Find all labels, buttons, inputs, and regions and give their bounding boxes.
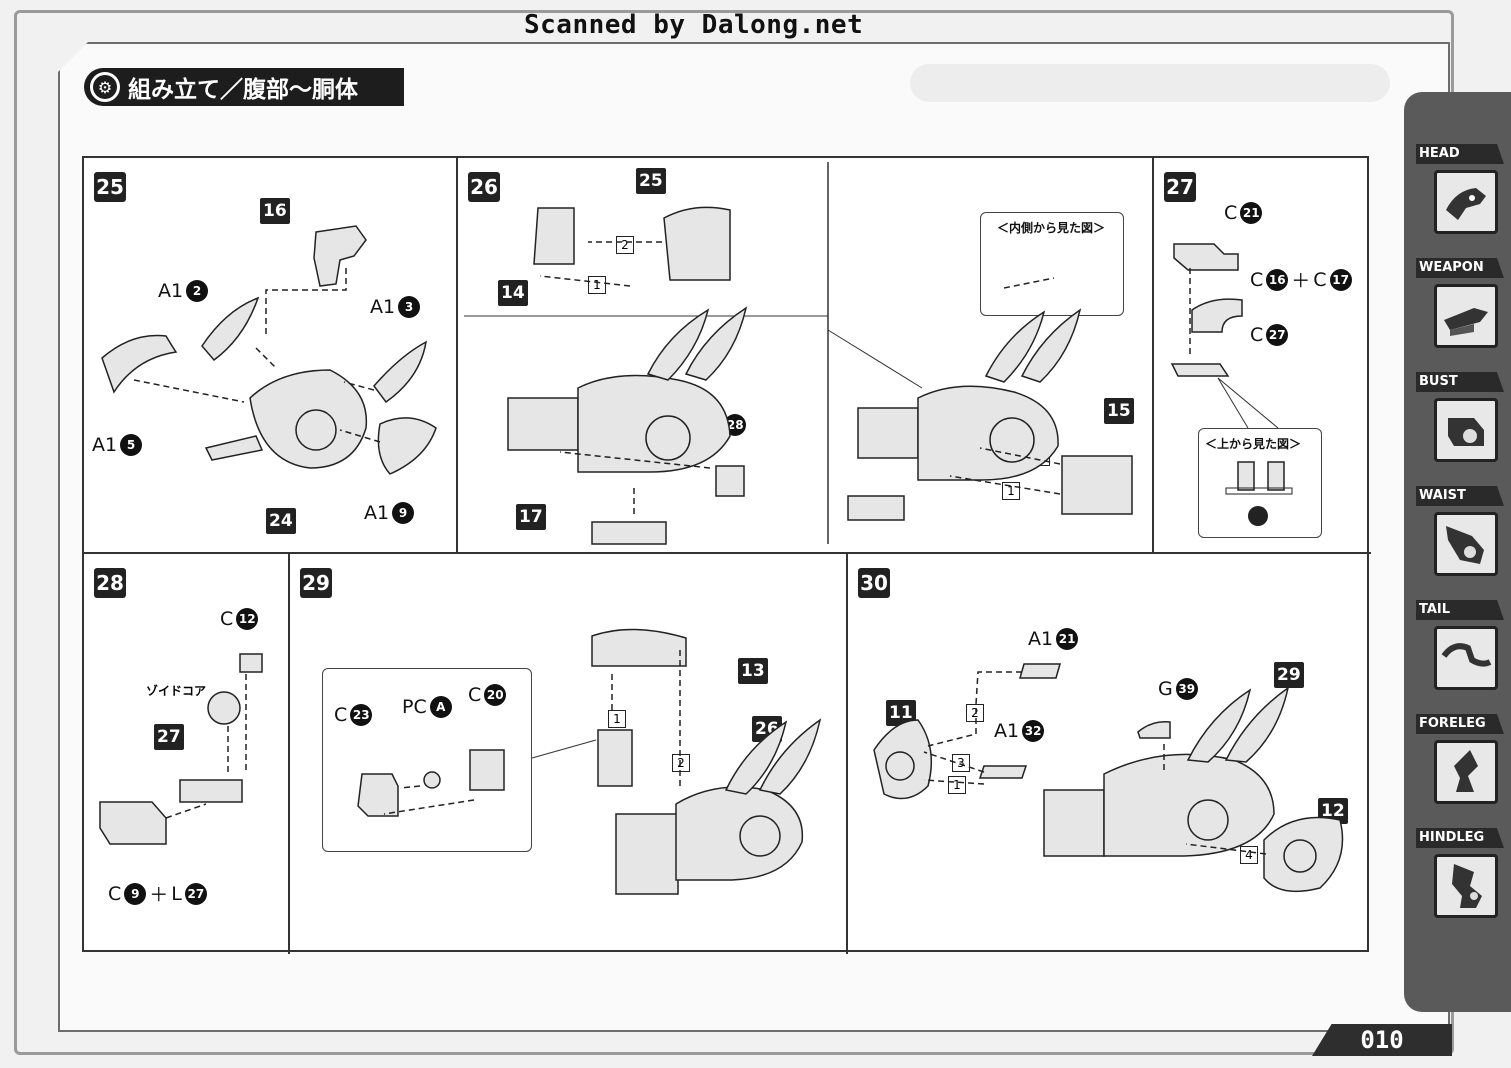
weapon-icon [1434,284,1498,348]
tab-hindleg[interactable]: HINDLEG [1416,828,1506,928]
step-number: 27 [1164,172,1196,202]
hindleg-icon [1434,854,1498,918]
tab-label: BUST [1416,372,1504,392]
zoid-core-label: ゾイドコア [146,684,207,698]
tab-foreleg[interactable]: FORELEG [1416,714,1506,814]
tab-waist[interactable]: WAIST [1416,486,1506,586]
waist-icon [1434,512,1498,576]
tab-weapon[interactable]: WEAPON [1416,258,1506,358]
order-marker: 1 [608,710,626,728]
order-marker: 1 [588,276,606,294]
head-icon [1434,170,1498,234]
foreleg-icon [1434,740,1498,804]
order-marker: 1 [948,776,966,794]
order-marker: 3 [952,754,970,772]
tail-icon [1434,626,1498,690]
step-27-drawing [1170,243,1293,526]
tab-head[interactable]: HEAD [1416,144,1506,244]
part-number: 15 [1104,398,1134,424]
tab-label: FORELEG [1416,714,1504,734]
callout-title: ＜上から見た図＞ [1205,437,1302,451]
part-number: 14 [498,280,528,306]
part-number: 13 [738,658,768,684]
step-28-drawing [99,653,263,845]
part-number: 27 [154,724,184,750]
tab-label: HEAD [1416,144,1504,164]
tab-label: WEAPON [1416,258,1504,278]
part-number: 16 [260,198,290,224]
step-26-drawing [464,162,1133,545]
order-marker: 2 [672,754,690,772]
step-25-drawing [101,225,437,475]
order-marker: 2 [616,236,634,254]
section-tabs: HEAD WEAPON BUST WAIST TAIL [1404,92,1511,1012]
part-number: 25 [636,168,666,194]
step-29-drawing [357,628,822,895]
inside-view-callout: ＜内側から見た図＞ [980,212,1124,316]
step-30-drawing [873,663,1344,893]
order-marker: 2 [966,704,984,722]
gear-icon: ⚙ [90,72,120,102]
scan-credit: Scanned by Dalong.net [524,10,864,40]
step-number: 30 [858,568,890,598]
step-number: 26 [468,172,500,202]
tab-bust[interactable]: BUST [1416,372,1506,472]
order-marker: 4 [1240,846,1258,864]
section-title-bar: ⚙ 組み立て／腹部～胴体 [84,68,404,106]
part-number: 24 [266,508,296,534]
step-number: 28 [94,568,126,598]
bust-icon [1434,398,1498,462]
section-title: 組み立て／腹部～胴体 [128,77,358,103]
tab-label: TAIL [1416,600,1504,620]
page-number: 010 [1312,1024,1452,1056]
step-number: 29 [300,568,332,598]
part-number: 29 [1274,662,1304,688]
callout-title: ＜内側から見た図＞ [997,221,1106,235]
tab-label: HINDLEG [1416,828,1504,848]
tab-tail[interactable]: TAIL [1416,600,1506,700]
step-26-panel: 26 25 14 17 15 C28 2 1 2 1 ＜内側から見た図＞ [458,158,1154,554]
part-number: 17 [516,504,546,530]
step-number: 25 [94,172,126,202]
bleed-through-title [910,64,1390,102]
tab-label: WAIST [1416,486,1504,506]
